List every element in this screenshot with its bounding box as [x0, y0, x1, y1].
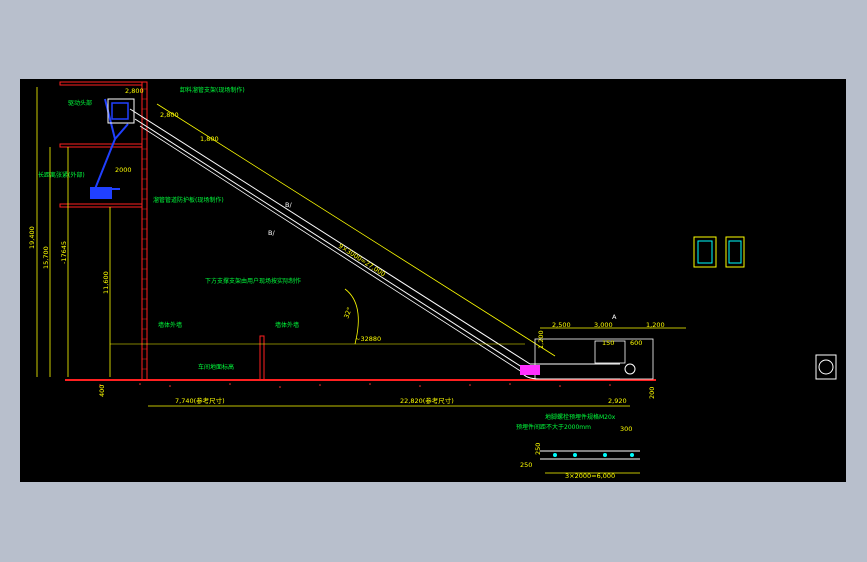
dim-h-neg: -17645	[60, 241, 68, 264]
label-tensioner: 长距离张紧(外部)	[38, 171, 85, 179]
dim-detail-a: 300	[620, 425, 632, 433]
section-view-b	[725, 236, 745, 268]
label-top-note: 卸料溜管支架(现场制作)	[180, 86, 245, 94]
column-hatch	[142, 88, 147, 370]
anchor-detail	[540, 450, 640, 474]
dim-slope-a: B/	[285, 201, 292, 209]
tail-pulley	[624, 363, 636, 375]
building-column	[141, 81, 148, 381]
dim-seg2: 1,800	[200, 135, 219, 143]
ground-hatch	[99, 383, 611, 388]
dim-horiz: ~32880	[355, 335, 381, 343]
dim-inner-w: 2000	[115, 166, 132, 174]
dim-detail-b: 250	[534, 443, 542, 455]
dim-detail-total: 3×2000=6,000	[565, 472, 615, 480]
label-wall-a: 墙体外墙	[158, 321, 182, 329]
conveyor-dim-line	[156, 103, 556, 357]
label-spec1: 地脚螺栓预埋件规格M20x	[545, 413, 616, 421]
section-view-a	[693, 236, 717, 268]
tail-hopper	[520, 365, 540, 375]
dim-tail-h: 1,200	[537, 330, 545, 349]
tail-frame	[534, 338, 654, 380]
north-symbol	[815, 354, 837, 380]
dim-slope-b: B/	[268, 229, 275, 237]
floor-slab	[59, 203, 143, 208]
dim-tail-d: 150	[602, 339, 614, 347]
inclined-conveyor	[129, 108, 620, 380]
dim-h-total: 19,400	[28, 226, 36, 249]
dim-top-w: 2,800	[125, 87, 144, 95]
dim-seg1: 2,800	[160, 111, 179, 119]
dim-angle: 32°	[342, 306, 353, 320]
dim-h-mid: 15,700	[42, 246, 50, 269]
dim-base-h: 200	[648, 387, 656, 399]
angle-arc	[344, 288, 359, 345]
dim-detail-c: 250	[520, 461, 532, 469]
floor-slab	[59, 143, 143, 148]
label-ground: 车间地面标高	[198, 363, 234, 371]
label-guard-note: 溜管管道防护板(现场制作)	[153, 196, 224, 204]
label-support-note: 下方支撑支架由用户现场按实际制作	[205, 277, 301, 285]
label-drive-head: 驱动头部	[68, 99, 92, 107]
cad-drawing-canvas[interactable]: 驱动头部 卸料溜管支架(现场制作) 长距离张紧(外部) 溜管管道防护板(现场制作…	[20, 79, 846, 482]
label-wall-b: 墙体外墙	[275, 321, 299, 329]
dim-h-low: 11,600	[102, 271, 110, 294]
dim-tail-c: 1,200	[646, 321, 665, 329]
tail-box	[594, 340, 626, 364]
dim-tail-a: 2,500	[552, 321, 571, 329]
floor-slab	[59, 81, 143, 86]
dim-tail-b: 3,000	[594, 321, 613, 329]
dim-base-left: 7,740(参考尺寸)	[175, 396, 225, 405]
wall-b	[259, 335, 265, 381]
dim-base-mid: 22,820(参考尺寸)	[400, 396, 454, 405]
dim-conv-len: 9×3000=27,000	[337, 242, 387, 278]
dim-base-right: 2,920	[608, 397, 627, 405]
dim-tail-e: 600	[630, 339, 642, 347]
marker-a: A	[612, 313, 617, 321]
label-spec2: 预埋件间距不大于2000mm	[516, 423, 591, 431]
drive-pulley	[111, 102, 129, 120]
tensioner-box	[90, 187, 112, 199]
dim-base-l: 400	[98, 385, 106, 397]
